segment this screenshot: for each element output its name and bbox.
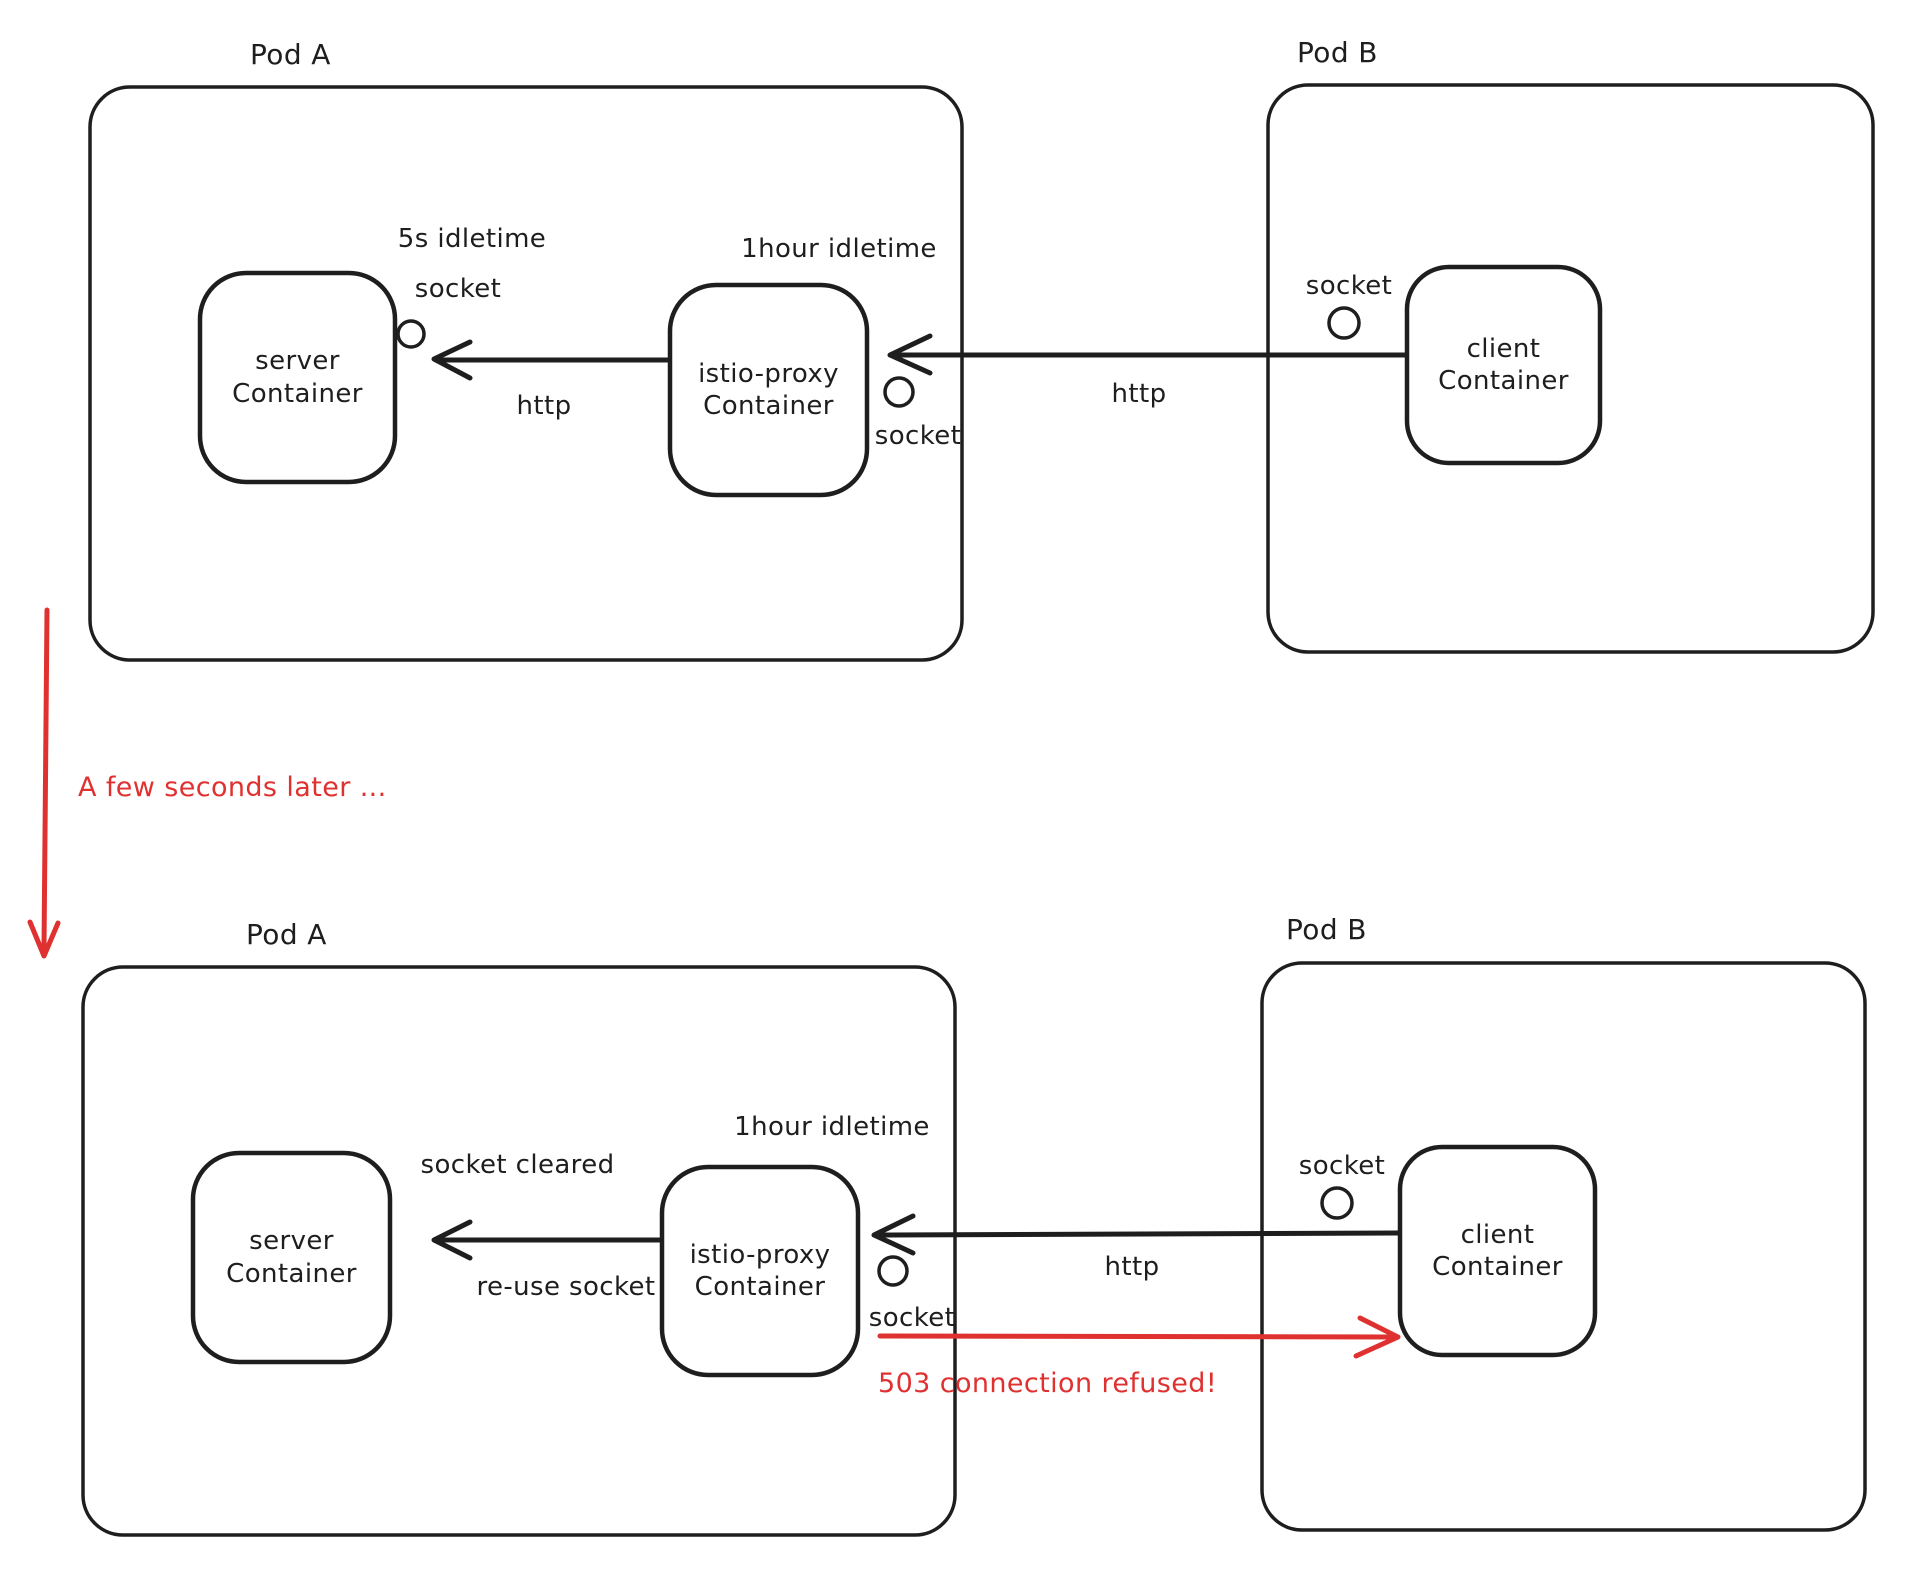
istio-idletime-annotation-scene1: 1hour idletime [741, 234, 937, 264]
server-container-box-scene2 [190, 1150, 393, 1365]
pod-b-box-scene2 [1260, 961, 1867, 1532]
connection-refused-note-scene2: 503 connection refused! [878, 1368, 1218, 1399]
http-label-scene2: http [1104, 1252, 1160, 1282]
client-socket-label-scene2: socket [1298, 1151, 1386, 1181]
client-socket-icon-scene1 [1327, 306, 1361, 340]
server-socket-icon-scene1 [396, 319, 426, 349]
istio-socket-icon-scene2 [877, 1255, 909, 1287]
istio-proxy-label-scene2: istio-proxy Container [689, 1239, 831, 1303]
client-container-box-scene1 [1404, 264, 1603, 466]
reuse-socket-arrow-scene2 [431, 1219, 663, 1261]
socket-cleared-annotation-scene2: socket cleared [420, 1150, 615, 1180]
server-socket-label-scene1: socket [414, 274, 502, 304]
istio-socket-icon-scene1 [883, 376, 915, 408]
pod-a-title-scene2: Pod A [246, 918, 327, 951]
server-container-label-scene2: server Container [226, 1226, 357, 1289]
istio-socket-label-scene1: socket [874, 421, 962, 451]
pod-b-title-scene2: Pod B [1286, 913, 1367, 946]
client-socket-icon-scene2 [1320, 1186, 1354, 1220]
time-transition-note: A few seconds later ... [78, 772, 387, 803]
time-transition-arrow [27, 607, 61, 959]
server-container-label-scene1: server Container [232, 346, 363, 409]
reuse-socket-annotation-scene2: re-use socket [476, 1272, 656, 1302]
pod-b-title-scene1: Pod B [1297, 36, 1378, 69]
http-label-right-scene1: http [1111, 379, 1167, 409]
http-arrow-client-to-istio-scene2 [871, 1213, 1401, 1256]
pod-a-box-scene1 [88, 85, 964, 662]
http-arrow-client-to-istio-scene1 [887, 333, 1408, 376]
refused-connection-arrow-scene2 [877, 1315, 1401, 1359]
istio-proxy-box-scene2 [659, 1164, 861, 1378]
server-container-box-scene1 [197, 270, 398, 485]
http-label-left-scene1: http [516, 391, 572, 421]
pod-a-box-scene2 [81, 965, 957, 1537]
istio-socket-label-scene2: socket [868, 1303, 956, 1333]
istio-proxy-label-scene1: istio-proxy Container [698, 358, 839, 422]
istio-proxy-box-scene1 [667, 282, 870, 498]
client-socket-label-scene1: socket [1305, 271, 1393, 301]
http-arrow-istio-to-server-scene1 [431, 339, 671, 381]
client-container-label-scene1: client Container [1438, 333, 1569, 397]
client-container-box-scene2 [1397, 1144, 1598, 1358]
client-container-label-scene2: client Container [1432, 1219, 1563, 1283]
pod-b-box-scene1 [1266, 83, 1875, 654]
pod-a-title-scene1: Pod A [250, 38, 331, 71]
server-idletime-annotation-scene1: 5s idletime [397, 224, 547, 254]
istio-idletime-annotation-scene2: 1hour idletime [734, 1112, 930, 1142]
